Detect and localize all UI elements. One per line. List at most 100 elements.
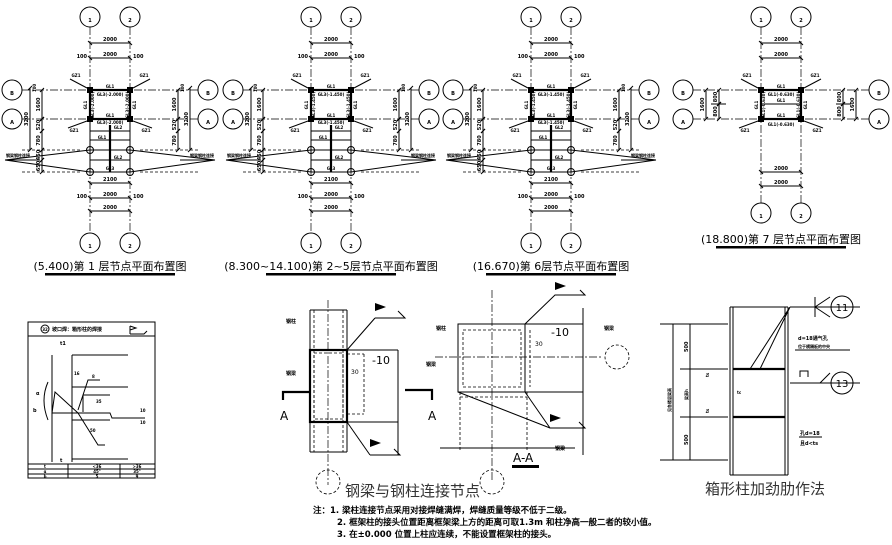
bracing-line xyxy=(445,149,532,161)
tick xyxy=(87,208,93,214)
tick xyxy=(39,157,45,163)
tick xyxy=(87,180,93,186)
beam-label: GL2 xyxy=(335,155,344,160)
tick xyxy=(528,180,534,186)
tick xyxy=(528,195,534,201)
axis-1-bottom-bubble xyxy=(520,232,542,254)
beam-label: GL2 xyxy=(114,155,123,160)
weld-symbol-icon xyxy=(375,310,407,319)
stiffener-plates xyxy=(733,367,785,419)
label-column: 钢柱 xyxy=(436,325,446,332)
tick xyxy=(703,87,709,93)
tick xyxy=(528,40,534,46)
detail-number-circle xyxy=(40,324,50,334)
weld-leader xyxy=(524,289,587,325)
weld-detail-frame xyxy=(27,321,156,479)
plan-title: (18.800)第 7 层节点平面布置图 xyxy=(701,232,861,246)
leader xyxy=(132,78,151,89)
tick xyxy=(308,195,314,201)
dim-d4: 650 xyxy=(477,160,483,171)
bracing-line xyxy=(225,159,312,173)
beam-label: GL3(-2.000) xyxy=(125,92,130,119)
beam-label: GL3 xyxy=(327,166,336,171)
detail-callout-circle[interactable] xyxy=(479,469,505,495)
leader-line xyxy=(77,412,105,446)
tick xyxy=(703,116,709,122)
table-cell: t xyxy=(44,464,46,469)
dim-ab: 1600 xyxy=(36,97,42,111)
callout-11[interactable] xyxy=(830,295,854,319)
note-2: 2. 框架柱的接头位置距离框架梁上方的距离可取1.3m 和柱净高一般二者的较小值… xyxy=(337,517,656,528)
axis-a-right-label: A xyxy=(427,120,431,126)
axis-2-bottom-label: 2 xyxy=(799,214,803,220)
tick xyxy=(39,116,45,122)
diaphragm xyxy=(313,352,344,420)
weld-bevel xyxy=(51,390,80,414)
section-mark-right xyxy=(405,388,434,400)
leader xyxy=(69,78,88,89)
leader xyxy=(573,120,594,129)
tick xyxy=(308,55,314,61)
dim-bottom-3: 2000 xyxy=(103,205,117,211)
weld-leader xyxy=(346,317,376,351)
dim-offset-left: 100 xyxy=(77,54,88,60)
tick xyxy=(798,183,804,189)
stiffener-detail: 11 13 d=18通气孔 位于横隔板的中央 孔d=18 且d<ts 500 5… xyxy=(660,295,860,498)
label-beam-left: 钢梁 xyxy=(286,370,297,377)
tick xyxy=(480,147,486,153)
tick xyxy=(260,116,266,122)
steel-column xyxy=(308,87,314,93)
dim-d1: 520 xyxy=(477,119,483,130)
axis-a-left-bubble xyxy=(222,108,244,130)
axis-b-left-bubble xyxy=(222,79,244,101)
detail-number: 32 xyxy=(42,327,48,332)
leader xyxy=(353,78,372,89)
dim-offset-left: 100 xyxy=(298,54,309,60)
beam-label: GL1(-0.630) xyxy=(761,92,766,119)
dim-top-inner: 2000 xyxy=(324,52,338,58)
plan-title: (16.670)第 6层节点平面布置图 xyxy=(473,259,630,273)
total-label: 见各楼层梁高 xyxy=(666,388,672,412)
dim-top-inner: 2000 xyxy=(544,52,558,58)
table-cell: 5 xyxy=(96,474,99,479)
beam-label: GL3(-1.450) xyxy=(311,92,316,119)
callout-13[interactable] xyxy=(830,371,854,395)
dim-total: 3200 xyxy=(245,112,251,126)
dim-bottom-2: 2000 xyxy=(324,192,338,198)
dim-d1: 800 xyxy=(713,91,719,102)
axis-a-right-bubble xyxy=(868,108,890,130)
axis-2-top-label: 2 xyxy=(569,18,573,24)
table-cell: b xyxy=(44,474,47,479)
dim-r2: 10 xyxy=(140,420,146,425)
weld-symbol-icon xyxy=(799,370,831,384)
box-column xyxy=(729,306,789,476)
dim-offset-right: 100 xyxy=(133,194,144,200)
beam-label: GL3(-1.450) xyxy=(538,92,565,97)
dim-bottom-1: 2100 xyxy=(103,177,117,183)
axis-2-top-label: 2 xyxy=(799,18,803,24)
dim-top-offset: 100 xyxy=(473,84,478,93)
tick xyxy=(716,116,722,122)
title-underline xyxy=(266,273,396,276)
steel-column xyxy=(87,87,93,93)
dim-d1: 520 xyxy=(36,119,42,130)
dim-d2: 780 xyxy=(172,135,178,146)
tick xyxy=(260,128,266,134)
dim-d1: 520 xyxy=(172,119,178,130)
tick xyxy=(39,128,45,134)
axis-b-left-bubble xyxy=(1,79,23,101)
detail-callout-circle[interactable] xyxy=(604,344,630,370)
connection-detail: 钢柱 钢梁 钢梁 -10 30 A A 钢柱 钢梁 钢梁 -10 30 A-A … xyxy=(280,282,630,500)
bracing-line xyxy=(4,149,91,161)
ts-label-1: ts xyxy=(705,372,710,377)
column-section xyxy=(457,323,526,393)
table-cell: 45° xyxy=(93,469,101,474)
weld-detail: 32 坡口焊：箱形柱的焊接 t1 16 8 35 50 t b α 10 10 … xyxy=(27,321,156,479)
dim-top-offset: 100 xyxy=(32,84,37,93)
detail-callout-circle[interactable] xyxy=(315,469,341,495)
beam-label: GL3(-1.450) xyxy=(318,92,345,97)
tick xyxy=(127,180,133,186)
dim-gap: 16 xyxy=(74,371,80,376)
axis-b-right-label: B xyxy=(877,91,881,97)
beam-label: GL3(-2.000) xyxy=(97,120,124,125)
